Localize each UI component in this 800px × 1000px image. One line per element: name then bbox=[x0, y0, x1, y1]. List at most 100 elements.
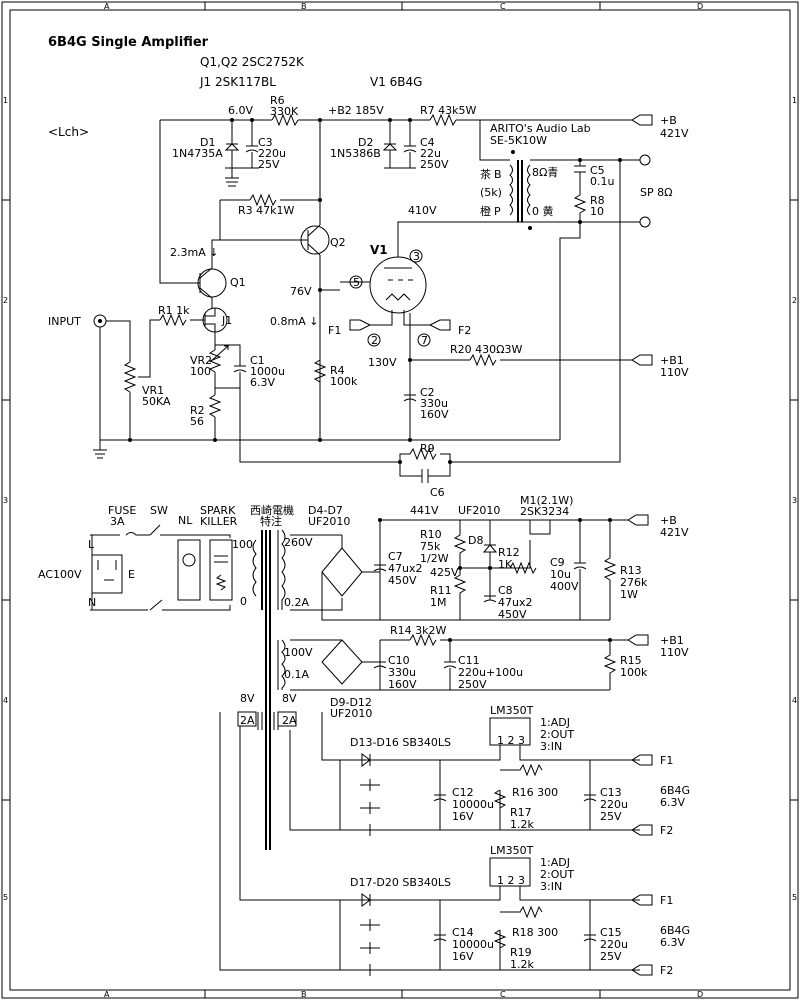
schematic-label: F2 bbox=[458, 324, 471, 337]
schematic-label: R14 3k2W bbox=[390, 624, 447, 637]
schematic-label: C4 bbox=[420, 136, 435, 149]
schematic-label: 441V bbox=[410, 504, 439, 517]
schematic-label: 0 bbox=[240, 595, 247, 608]
schematic-label: P bbox=[494, 205, 501, 218]
schematic-label: 16V bbox=[452, 810, 474, 823]
schematic-label: 110V bbox=[660, 646, 689, 659]
schematic-label: R12 bbox=[498, 546, 520, 559]
schematic-label: Q1 bbox=[230, 276, 246, 289]
ac-inlet-icon bbox=[91, 554, 123, 594]
r6-label: R6 bbox=[270, 94, 285, 107]
speaker-terminal-icon bbox=[639, 154, 651, 166]
schematic-label: 1.2k bbox=[510, 818, 534, 831]
speaker-terminal-icon bbox=[639, 216, 651, 228]
schematic-label: SPARK bbox=[200, 504, 236, 517]
schematic-label: 2A bbox=[240, 714, 255, 727]
schematic-label: E bbox=[128, 568, 135, 581]
schematic-label: Q2 bbox=[330, 236, 346, 249]
schematic-label: 0.8mA ↓ bbox=[270, 315, 318, 328]
schematic-label: C3 bbox=[258, 136, 273, 149]
schematic-label: C11 bbox=[458, 654, 480, 667]
schematic-label: 276k bbox=[620, 576, 648, 589]
schematic-label: R20 430Ω3W bbox=[450, 343, 523, 356]
schematic-label: 47ux2 bbox=[388, 562, 422, 575]
schematic-label: 2A bbox=[282, 714, 297, 727]
amp-b-label: +B bbox=[660, 114, 677, 127]
grid-row-label: 2 bbox=[3, 296, 8, 305]
parts-q: Q1,Q2 2SC2752K bbox=[200, 55, 305, 69]
schematic-label: 3 bbox=[413, 250, 420, 263]
schematic-label: 100V bbox=[284, 646, 313, 659]
schematic-label: D2 bbox=[358, 136, 373, 149]
schematic-label: R16 300 bbox=[512, 786, 558, 799]
v1-tube-icon bbox=[369, 256, 427, 314]
schematic-label: 10 bbox=[590, 205, 604, 218]
grid-col-label: A bbox=[104, 990, 110, 999]
schematic-label: 1K bbox=[498, 558, 513, 571]
schematic-label: +B1 bbox=[660, 634, 684, 647]
grid-row-label: 4 bbox=[792, 696, 797, 705]
schematic-label: 特注 bbox=[260, 514, 282, 528]
schematic-label: F1 bbox=[660, 894, 673, 907]
schematic-label: 130V bbox=[368, 356, 397, 369]
schematic-label: F2 bbox=[660, 824, 673, 837]
grid-row-label: 2 bbox=[792, 296, 797, 305]
schematic-label: 100 bbox=[232, 538, 253, 551]
schematic-label: 330u bbox=[388, 666, 416, 679]
schematic-label: D8 bbox=[468, 534, 483, 547]
schematic-label: D13-D16 SB340LS bbox=[350, 736, 451, 749]
schematic-label: 10u bbox=[550, 568, 571, 581]
schematic-label: 1/2W bbox=[420, 552, 449, 565]
schematic-label: 100k bbox=[330, 375, 358, 388]
schematic-label: 1:ADJ bbox=[540, 856, 570, 869]
grid-col-label: B bbox=[301, 990, 307, 999]
schematic-label: 3:IN bbox=[540, 740, 562, 753]
schematic-label: 1 2 3 bbox=[497, 734, 525, 747]
schematic-label: 2 bbox=[371, 334, 378, 347]
schematic-label: 400V bbox=[550, 580, 579, 593]
schematic-label: AC100V bbox=[38, 568, 82, 581]
schematic-label: 450V bbox=[388, 574, 417, 587]
parts-j: J1 2SK117BL bbox=[199, 75, 276, 89]
grid-col-label: D bbox=[697, 2, 703, 11]
schematic-label: 6.3V bbox=[660, 936, 685, 949]
schematic-label: FUSE bbox=[108, 504, 136, 517]
schematic-label: UF2010 bbox=[458, 504, 500, 517]
grid-col-label: C bbox=[500, 990, 506, 999]
schematic-label: 10000u bbox=[452, 798, 494, 811]
schematic-label: F1 bbox=[660, 754, 673, 767]
schematic-label: C5 bbox=[590, 164, 605, 177]
schematic-label: NL bbox=[178, 514, 193, 527]
schematic-label: 220u bbox=[600, 798, 628, 811]
schematic-label: 0 黄 bbox=[532, 204, 554, 218]
schematic-label: 3:IN bbox=[540, 880, 562, 893]
mosfet-m1-icon bbox=[529, 519, 551, 535]
schematic-label: 56 bbox=[190, 415, 204, 428]
schematic-label: R10 bbox=[420, 528, 442, 541]
schematic-label: 250V bbox=[458, 678, 487, 691]
schematic-label: LM350T bbox=[490, 704, 534, 717]
schematic-label: C10 bbox=[388, 654, 410, 667]
schematic-label: 1 2 3 bbox=[497, 874, 525, 887]
amp-b-volt: 421V bbox=[660, 127, 689, 140]
grid-col-label: D bbox=[697, 990, 703, 999]
schematic-label: 6B4G bbox=[660, 784, 690, 797]
schematic-label: +B bbox=[660, 514, 677, 527]
schematic-label: C14 bbox=[452, 926, 474, 939]
schematic-label: VR2 bbox=[190, 354, 212, 367]
schematic-label: R19 bbox=[510, 946, 532, 959]
schematic-label: 220u bbox=[258, 147, 286, 160]
schematic-label: 110V bbox=[660, 366, 689, 379]
schematic-label: 1:ADJ bbox=[540, 716, 570, 729]
schematic-label: 50KA bbox=[142, 395, 171, 408]
schematic-label: 6.3V bbox=[250, 376, 275, 389]
schematic-label: 47ux2 bbox=[498, 596, 532, 609]
schematic-label: 0.1u bbox=[590, 175, 614, 188]
schematic-label: D1 bbox=[200, 136, 215, 149]
regulator-icon bbox=[489, 857, 531, 887]
b2-label: +B2 185V bbox=[328, 104, 384, 117]
